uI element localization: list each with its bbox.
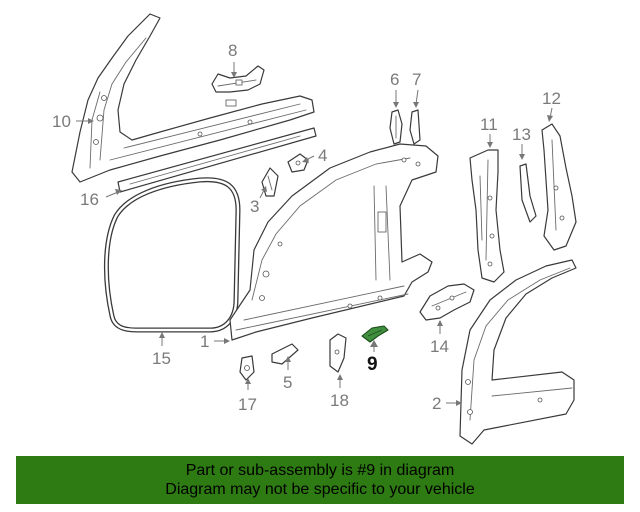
callout-17[interactable]: 17 bbox=[238, 395, 257, 414]
part-7-pillar-strip[interactable] bbox=[409, 109, 421, 145]
callout-labels: 1 2 3 4 5 6 7 8 9 10 11 12 13 14 15 16 1… bbox=[52, 41, 561, 414]
callout-4[interactable]: 4 bbox=[318, 146, 327, 165]
banner-line-2: Diagram may not be specific to your vehi… bbox=[165, 481, 475, 498]
part-12-pillar-section[interactable] bbox=[541, 123, 577, 251]
callout-6[interactable]: 6 bbox=[390, 70, 399, 89]
part-3-bracket[interactable] bbox=[261, 167, 279, 197]
part-1-body-side-inner[interactable] bbox=[229, 143, 439, 341]
part-9-bracket-highlighted[interactable] bbox=[361, 325, 389, 343]
callout-18[interactable]: 18 bbox=[330, 391, 349, 410]
info-banner: Part or sub-assembly is #9 in diagram Di… bbox=[16, 456, 624, 504]
part-2-body-side-outer[interactable] bbox=[459, 259, 577, 445]
part-5-bracket[interactable] bbox=[271, 343, 299, 365]
callout-7[interactable]: 7 bbox=[412, 70, 421, 89]
callout-16[interactable]: 16 bbox=[80, 190, 99, 209]
banner-line-1: Part or sub-assembly is #9 in diagram bbox=[185, 462, 455, 479]
leader-lines bbox=[76, 62, 553, 406]
part-16-sill-strip[interactable] bbox=[117, 127, 317, 193]
callout-10[interactable]: 10 bbox=[52, 112, 71, 131]
part-10-side-frame[interactable] bbox=[71, 13, 315, 183]
part-4-gusset[interactable] bbox=[287, 153, 309, 173]
callout-5[interactable]: 5 bbox=[283, 373, 292, 392]
callout-14[interactable]: 14 bbox=[430, 337, 449, 356]
part-17-mount[interactable] bbox=[239, 355, 255, 381]
part-8-bracket[interactable] bbox=[211, 65, 265, 93]
part-11-b-pillar[interactable] bbox=[469, 149, 505, 283]
callout-13[interactable]: 13 bbox=[512, 125, 531, 144]
callout-2[interactable]: 2 bbox=[432, 394, 441, 413]
callout-12[interactable]: 12 bbox=[542, 89, 561, 108]
callout-15[interactable]: 15 bbox=[152, 349, 171, 368]
callout-9[interactable]: 9 bbox=[367, 354, 378, 375]
part-18-bracket[interactable] bbox=[329, 333, 347, 373]
part-6-pillar-piece[interactable] bbox=[389, 109, 403, 145]
callout-8[interactable]: 8 bbox=[228, 41, 237, 60]
callout-11[interactable]: 11 bbox=[480, 115, 498, 134]
callout-1[interactable]: 1 bbox=[200, 332, 209, 351]
part-14-reinforcement[interactable] bbox=[419, 283, 475, 321]
callout-3[interactable]: 3 bbox=[250, 197, 259, 216]
part-15-weatherstrip[interactable] bbox=[103, 177, 241, 333]
part-13-pillar-trim[interactable] bbox=[519, 163, 537, 223]
